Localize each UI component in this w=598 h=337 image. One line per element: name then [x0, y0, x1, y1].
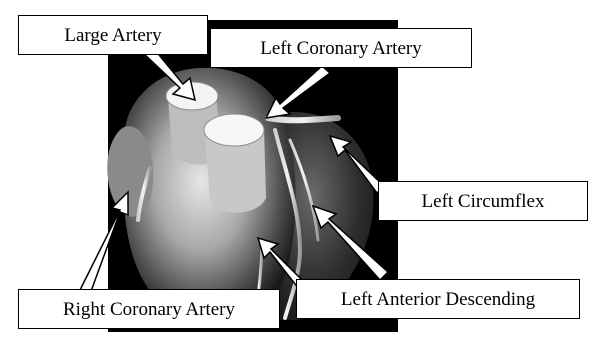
pulmonary-artery [204, 114, 266, 213]
label-right-coronary-artery: Right Coronary Artery [18, 289, 280, 329]
label-left-circumflex: Left Circumflex [378, 181, 588, 221]
label-left-anterior-descending: Left Anterior Descending [296, 279, 580, 319]
label-large-artery: Large Artery [18, 15, 208, 55]
label-left-coronary-artery: Left Coronary Artery [210, 28, 472, 68]
